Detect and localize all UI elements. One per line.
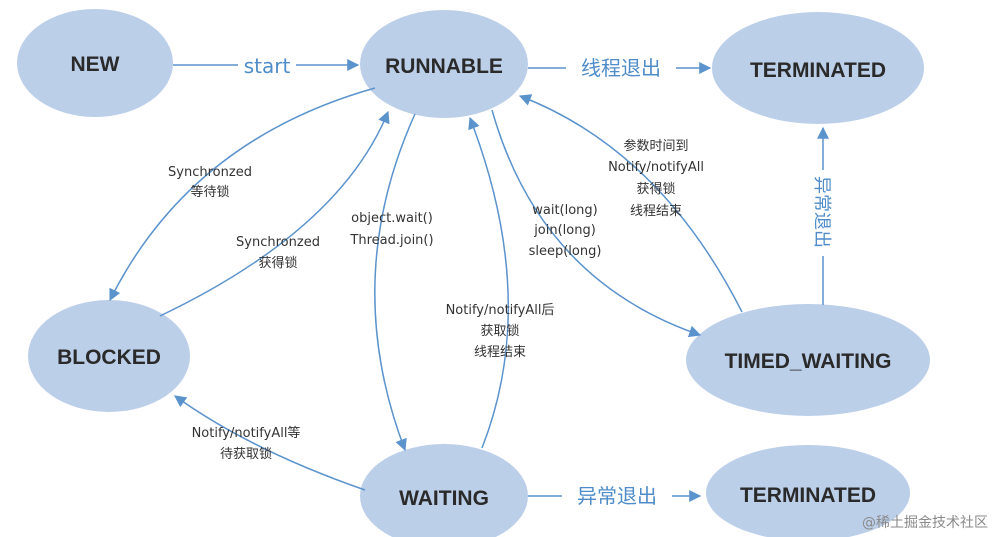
- state-terminated-bottom-label: TERMINATED: [740, 484, 876, 507]
- label-timed-return-2: Notify/notifyAll: [608, 160, 704, 175]
- state-waiting: WAITING: [360, 444, 528, 537]
- label-timed-return-1: 参数时间到: [623, 138, 688, 154]
- label-timed-return-3: 获得锁: [636, 181, 675, 197]
- label-notify-blocked-2: 待获取锁: [220, 446, 272, 462]
- label-sync-wait-1: Synchronzed: [168, 165, 252, 180]
- edge-runnable-to-waiting: [374, 113, 416, 452]
- state-new-label: NEW: [71, 53, 120, 76]
- label-timed-2: join(long): [533, 223, 596, 238]
- label-runnable-exit: 线程退出: [581, 56, 661, 80]
- label-notify-waiting-3: 线程结束: [474, 345, 526, 360]
- label-timed-3: sleep(long): [529, 244, 602, 259]
- state-timed-waiting: TIMED_WAITING: [686, 304, 930, 416]
- state-blocked: BLOCKED: [28, 300, 190, 412]
- edge-waiting-to-blocked: [174, 395, 366, 491]
- state-terminated-bottom: TERMINATED: [706, 445, 910, 537]
- label-abnormal-exit-bottom: 异常退出: [577, 484, 657, 508]
- label-notify-blocked-1: Notify/notifyAll等: [192, 425, 301, 441]
- label-timed-return-4: 线程结束: [630, 204, 682, 219]
- state-runnable: RUNNABLE: [360, 10, 528, 118]
- label-abnormal-exit-vertical: 异常退出: [811, 176, 832, 248]
- label-notify-waiting-2: 获取锁: [480, 323, 519, 339]
- edge-blocked-to-runnable: [159, 110, 390, 317]
- watermark: @稀土掘金技术社区: [862, 515, 988, 531]
- label-timed-1: wait(long): [532, 203, 598, 218]
- label-wait-2: Thread.join(): [349, 233, 433, 248]
- state-new: NEW: [17, 9, 173, 117]
- label-notify-waiting-1: Notify/notifyAll后: [446, 303, 555, 318]
- label-wait-1: object.wait(): [351, 211, 433, 226]
- state-waiting-label: WAITING: [399, 487, 489, 510]
- label-sync-acquire-1: Synchronzed: [236, 235, 320, 250]
- state-runnable-label: RUNNABLE: [385, 55, 503, 78]
- edge-runnable-to-blocked: [109, 87, 376, 302]
- state-terminated-top-label: TERMINATED: [750, 59, 886, 82]
- label-start: start: [244, 54, 291, 78]
- edge-runnable-to-timed: [491, 109, 702, 338]
- edge-waiting-to-runnable: [468, 116, 509, 449]
- state-blocked-label: BLOCKED: [57, 346, 161, 369]
- label-sync-acquire-2: 获得锁: [258, 255, 297, 271]
- edge-timed-to-runnable: [518, 94, 743, 313]
- state-timed-waiting-label: TIMED_WAITING: [725, 350, 892, 373]
- label-sync-wait-2: 等待锁: [190, 184, 229, 200]
- state-terminated-top: TERMINATED: [712, 12, 924, 124]
